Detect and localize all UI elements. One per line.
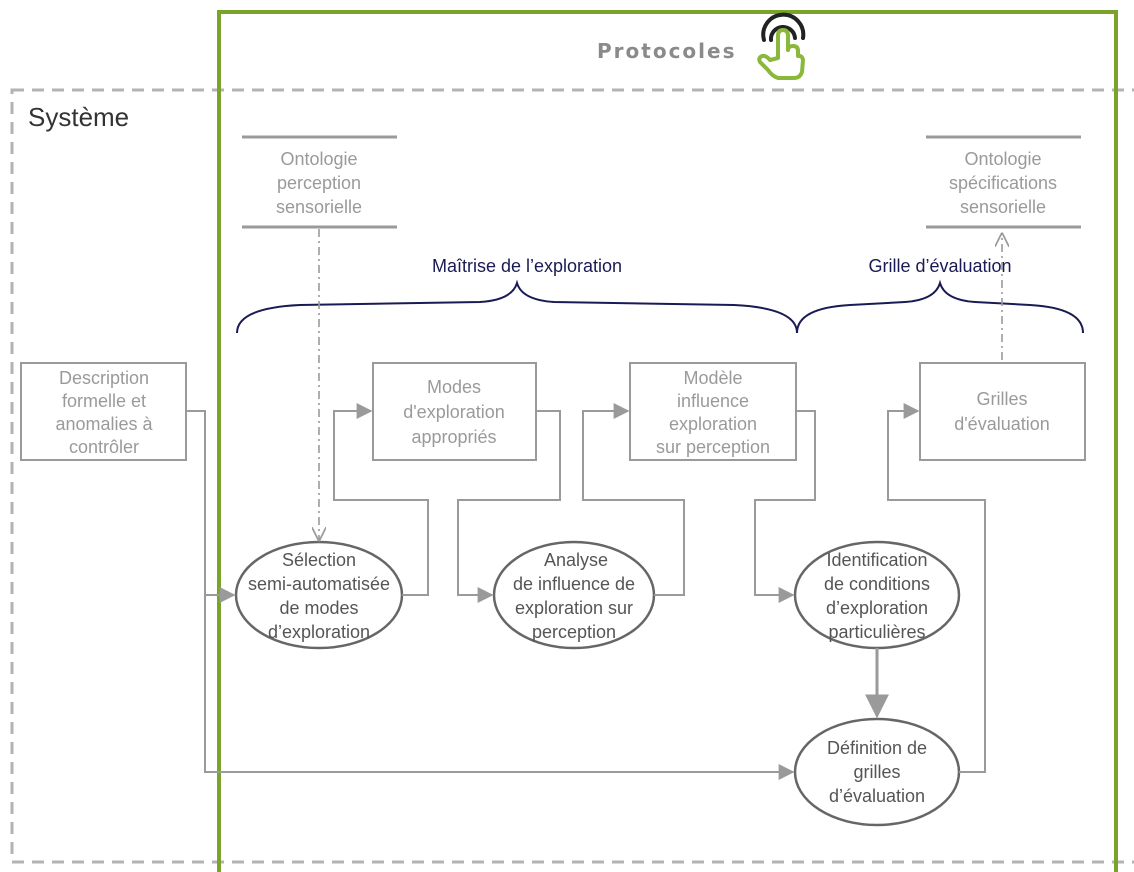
ellipse-definition-line-1: Définition de [827,738,927,758]
box-grilles-line-2: d'évaluation [954,414,1050,434]
box-description-line-1: Description [59,368,149,388]
box-description-line-3: anomalies à [55,414,153,434]
box-description [20,362,187,461]
ontology-perception-line-2: perception [277,173,361,193]
ellipse-selection-line-3: de modes [279,598,358,618]
connector-selection-modes [333,403,429,596]
touch-icon [757,12,806,80]
box-modes-line-1: Modes [427,377,481,397]
box-modele-line-3: exploration [669,414,757,434]
protocol-frame [217,10,1118,872]
box-modes-line-3: appropriés [411,427,496,447]
box-modele-line-4: sur perception [656,437,770,457]
box-modele [629,362,797,461]
ellipse-definition-line-2: grilles [853,762,900,782]
system-label: Système [28,102,129,132]
protocols-title: Protocoles [597,39,736,63]
box-modele-line-1: Modèle [683,368,742,388]
brace-evaluation [796,279,1084,334]
ellipse-analyse-line-3: exploration sur [515,598,633,618]
connector-modes-analyse [457,410,561,603]
ellipse-identification-line-2: de conditions [824,574,930,594]
brace-label-evaluation: Grille d’évaluation [868,256,1011,276]
connector-description-selection [186,410,236,603]
ellipse-identification-line-1: Identification [826,550,927,570]
ontology-perception-line-1: Ontologie [280,149,357,169]
ontology-specifications-line-1: Ontologie [964,149,1041,169]
connector-description-definition [204,595,795,780]
ellipse-analyse-line-2: de influence de [513,574,635,594]
connector-analyse-modele [582,403,685,596]
box-modes-line-2: d'exploration [403,402,505,422]
box-grilles-line-1: Grilles [976,389,1027,409]
system-frame [10,88,1134,864]
ontology-specifications: Ontologie spécifications sensorielle [926,135,1081,229]
ellipse-analyse-line-1: Analyse [544,550,608,570]
box-grilles [919,362,1086,461]
ontology-specifications-line-2: spécifications [949,173,1057,193]
ellipse-definition-line-3: d’évaluation [829,786,925,806]
box-description-line-4: contrôler [69,437,139,457]
ellipse-identification-line-3: d’exploration [826,598,928,618]
ellipse-selection-line-1: Sélection [282,550,356,570]
box-description-line-2: formelle et [62,391,146,411]
ontology-perception: Ontologie perception sensorielle [242,135,397,229]
ellipse-selection-line-2: semi-automatisée [248,574,390,594]
ontology-perception-line-3: sensorielle [276,197,362,217]
ellipse-selection-line-4: d’exploration [268,622,370,642]
brace-exploration [236,279,798,334]
ellipse-identification-line-4: particulières [828,622,925,642]
connector-definition-grilles [887,403,986,773]
ellipse-analyse-line-4: perception [532,622,616,642]
box-modele-line-2: influence [677,391,749,411]
brace-label-exploration: Maîtrise de l’exploration [432,256,622,276]
ontology-specifications-line-3: sensorielle [960,197,1046,217]
connector-modele-identification [754,410,816,603]
